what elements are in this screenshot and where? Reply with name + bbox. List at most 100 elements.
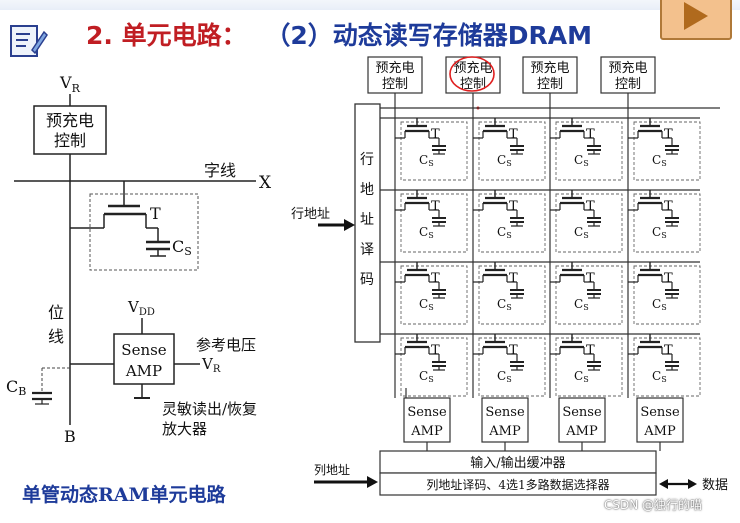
svg-text:AMP: AMP (565, 424, 598, 439)
dram-array-diagram: 预充电 控制 预充电 控制 预充电 控制 预充电 控制 (291, 56, 728, 496)
cb-label: CB (6, 377, 26, 398)
b-label: B (64, 427, 76, 446)
single-cell-circuit: VR 预充电 控制 字线 X T CS 位 线 (6, 73, 272, 446)
svg-text:Sense: Sense (407, 405, 447, 420)
cell-t-label: T (509, 343, 518, 358)
cell-cs-label: CS (574, 153, 589, 168)
capacitor-label: CS (172, 237, 192, 258)
reference-voltage-label: 参考电压 (196, 336, 256, 354)
cell-cs-label: CS (497, 369, 512, 384)
svg-text:列地址译码、4选1多路数据选择器: 列地址译码、4选1多路数据选择器 (426, 477, 609, 492)
precharge-row: 预充电 控制 预充电 控制 预充电 控制 预充电 控制 (367, 56, 656, 110)
cell-t-label: T (664, 127, 673, 142)
cell-cs-label: CS (652, 153, 667, 168)
cell-cs-label: CS (497, 225, 512, 240)
cell-t-label: T (586, 127, 595, 142)
play-icon (684, 2, 708, 30)
svg-text:控制: 控制 (537, 77, 563, 92)
cell-t-label: T (664, 343, 673, 358)
memory-cell (555, 337, 623, 397)
svg-text:控制: 控制 (615, 77, 641, 92)
x-label: X (259, 173, 272, 193)
memory-cell (478, 265, 546, 325)
column-decoder (379, 472, 657, 496)
cell-cs-label: CS (419, 297, 434, 312)
sense-amp-box (113, 333, 175, 385)
cell-t-label: T (431, 199, 440, 214)
memory-cell (633, 193, 701, 253)
cell-cs-label: CS (419, 369, 434, 384)
memory-cell (633, 337, 701, 397)
data-label: 数据 (702, 478, 728, 493)
amp-desc-1: 灵敏读出/恢复 (162, 400, 257, 418)
svg-text:AMP: AMP (410, 424, 443, 439)
svg-text:控制: 控制 (460, 77, 486, 92)
memory-cell (400, 121, 468, 181)
svg-text:预充电: 预充电 (608, 60, 647, 76)
sense-amp-row: Sense AMP Sense AMP Sense AMP Sense AMP (403, 397, 684, 443)
vr-top-label: VR (59, 73, 81, 95)
cell-cs-label: CS (574, 225, 589, 240)
svg-text:译: 译 (360, 242, 374, 258)
svg-text:控制: 控制 (382, 77, 408, 92)
precharge-box (33, 105, 107, 155)
cell-cs-label: CS (419, 153, 434, 168)
precharge-label-1: 预充电 (46, 111, 94, 130)
svg-text:Sense: Sense (640, 405, 680, 420)
svg-text:AMP: AMP (643, 424, 676, 439)
figure-caption: 单管动态RAM单元电路 (22, 484, 226, 506)
svg-text:地: 地 (360, 182, 374, 198)
svg-text:预充电: 预充电 (530, 60, 569, 76)
sense-amp-label-2: AMP (125, 362, 162, 380)
cell-t-label: T (586, 271, 595, 286)
svg-text:输入/输出缓冲器: 输入/输出缓冲器 (470, 455, 565, 471)
cell-cs-label: CS (419, 225, 434, 240)
section-subtitle: （2）动态读写存储器DRAM (265, 21, 592, 50)
cell-cs-label: CS (652, 369, 667, 384)
vdd-label: VDD (127, 298, 155, 318)
cell-t-label: T (509, 271, 518, 286)
bit-line-label-1: 位 (48, 303, 64, 322)
cell-cs-label: CS (497, 297, 512, 312)
svg-text:预充电: 预充电 (453, 60, 492, 76)
top-banner (0, 0, 740, 10)
svg-text:AMP: AMP (488, 424, 521, 439)
memory-cell (478, 193, 546, 253)
word-line-label: 字线 (204, 161, 236, 180)
cell-cs-label: CS (574, 369, 589, 384)
svg-text:行: 行 (360, 152, 374, 168)
svg-text:Sense: Sense (562, 405, 602, 420)
watermark: CSDN @独行的喵 (604, 498, 703, 512)
svg-text:码: 码 (360, 272, 374, 288)
transistor-label: T (150, 204, 161, 223)
bit-line-label-2: 线 (48, 327, 64, 346)
cell-t-label: T (509, 199, 518, 214)
cell-t-label: T (431, 271, 440, 286)
svg-text:址: 址 (360, 212, 374, 228)
vr-side-label: VR (201, 355, 221, 375)
cell-boundary (89, 193, 199, 271)
cell-cs-label: CS (574, 297, 589, 312)
precharge-label-2: 控制 (54, 131, 86, 150)
memory-cell (555, 193, 623, 253)
svg-text:预充电: 预充电 (375, 60, 414, 76)
memory-cell (400, 193, 468, 253)
amp-desc-2: 放大器 (162, 420, 207, 438)
next-slide-button[interactable] (660, 0, 732, 40)
notes-icon (10, 25, 48, 57)
sense-amp-label-1: Sense (121, 341, 167, 359)
memory-cell (400, 265, 468, 325)
cell-t-label: T (509, 127, 518, 142)
page-title: 2. 单元电路： （2）动态读写存储器DRAM (86, 16, 592, 52)
cell-t-label: T (586, 199, 595, 214)
memory-cell (633, 265, 701, 325)
memory-cell (478, 337, 546, 397)
memory-cell-grid: TCSTCSTCSTCSTCSTCSTCSTCSTCSTCSTCSTCSTCST… (393, 116, 701, 397)
cell-t-label: T (664, 271, 673, 286)
row-address-label: 行地址 (291, 207, 330, 222)
cell-cs-label: CS (497, 153, 512, 168)
memory-cell (633, 121, 701, 181)
section-title: 单元电路： (121, 21, 247, 50)
column-address-label: 列地址 (314, 463, 350, 477)
